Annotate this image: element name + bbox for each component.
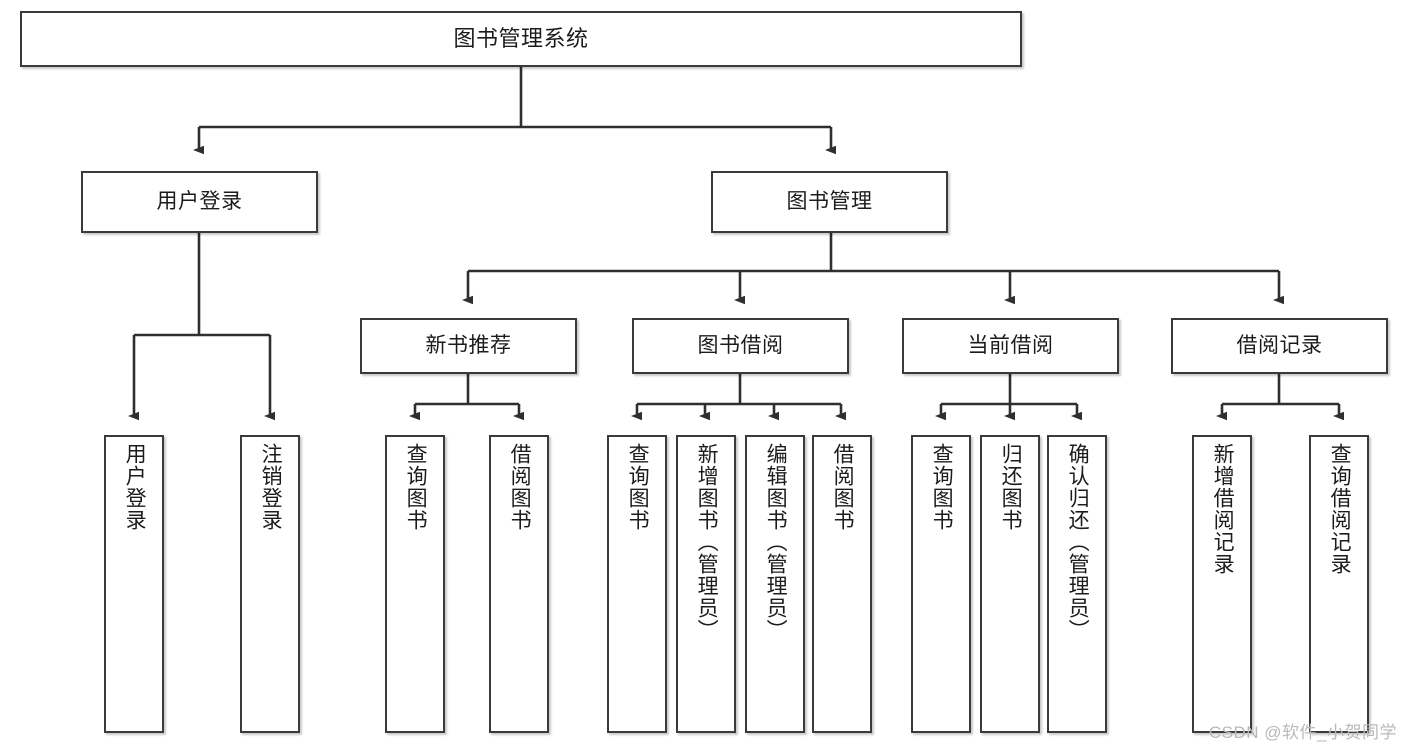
node-label: 图书管理系统 (453, 25, 589, 51)
node-label: 新书推荐 (425, 334, 512, 358)
leaf-recommend-borrow-book[interactable]: 借阅图书 (489, 435, 549, 733)
node-label: 查询图书 (404, 443, 428, 531)
node-new-book-recommend[interactable]: 新书推荐 (360, 318, 577, 374)
leaf-borrow-add-book-admin[interactable]: 新增图书（管理员） (676, 435, 736, 733)
node-book-borrow[interactable]: 图书借阅 (632, 318, 849, 374)
node-label: 用户登录 (123, 443, 147, 531)
leaf-current-query-book[interactable]: 查询图书 (911, 435, 971, 733)
node-label: 查询借阅记录 (1328, 443, 1352, 575)
leaf-current-return-book[interactable]: 归还图书 (980, 435, 1040, 733)
node-label: 新增借阅记录 (1211, 443, 1235, 575)
leaf-record-query-record[interactable]: 查询借阅记录 (1309, 435, 1369, 733)
node-label: 借阅图书 (831, 443, 855, 531)
watermark-text: CSDN @软件_小贺同学 (1208, 723, 1397, 742)
node-root-system[interactable]: 图书管理系统 (20, 11, 1022, 67)
node-book-management[interactable]: 图书管理 (711, 171, 948, 233)
node-user-login[interactable]: 用户登录 (81, 171, 318, 233)
node-borrow-record[interactable]: 借阅记录 (1171, 318, 1388, 374)
node-label: 确认归还（管理员） (1066, 443, 1090, 641)
leaf-recommend-query-book[interactable]: 查询图书 (385, 435, 445, 733)
leaf-user-login-signout[interactable]: 注销登录 (240, 435, 300, 733)
node-label: 归还图书 (999, 443, 1023, 531)
node-current-borrow[interactable]: 当前借阅 (902, 318, 1119, 374)
node-label: 图书管理 (786, 190, 873, 214)
leaf-current-confirm-return-admin[interactable]: 确认归还（管理员） (1047, 435, 1107, 733)
node-label: 查询图书 (626, 443, 650, 531)
leaf-borrow-edit-book-admin[interactable]: 编辑图书（管理员） (745, 435, 805, 733)
node-label: 借阅记录 (1236, 334, 1323, 358)
leaf-borrow-borrow-book[interactable]: 借阅图书 (812, 435, 872, 733)
node-label: 编辑图书（管理员） (764, 443, 788, 641)
leaf-record-add-record[interactable]: 新增借阅记录 (1192, 435, 1252, 733)
node-label: 注销登录 (259, 443, 283, 531)
node-label: 借阅图书 (508, 443, 532, 531)
node-label: 新增图书（管理员） (695, 443, 719, 641)
leaf-user-login-signin[interactable]: 用户登录 (104, 435, 164, 733)
node-label: 图书借阅 (697, 334, 784, 358)
node-label: 查询图书 (930, 443, 954, 531)
node-label: 当前借阅 (967, 334, 1054, 358)
leaf-borrow-query-book[interactable]: 查询图书 (607, 435, 667, 733)
node-label: 用户登录 (156, 190, 243, 214)
